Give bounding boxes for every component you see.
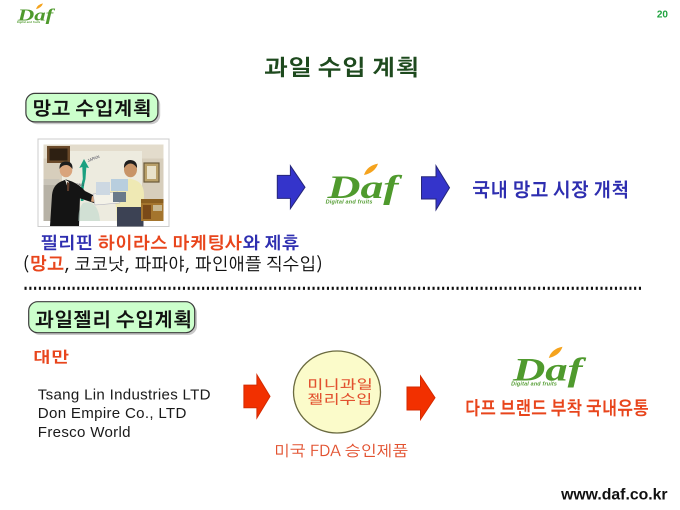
- svg-text:www.daf.co.kr: www.daf.co.kr: [560, 486, 668, 503]
- svg-text:Tsang Lin Industries LTD: Tsang Lin Industries LTD: [38, 386, 211, 403]
- svg-text:20: 20: [657, 10, 669, 21]
- svg-text:Don Empire Co., LTD: Don Empire Co., LTD: [38, 405, 187, 422]
- svg-text:Fresco World: Fresco World: [38, 424, 131, 441]
- svg-text:ONG: ONG: [76, 183, 84, 187]
- svg-text:JAPAN: JAPAN: [87, 154, 101, 163]
